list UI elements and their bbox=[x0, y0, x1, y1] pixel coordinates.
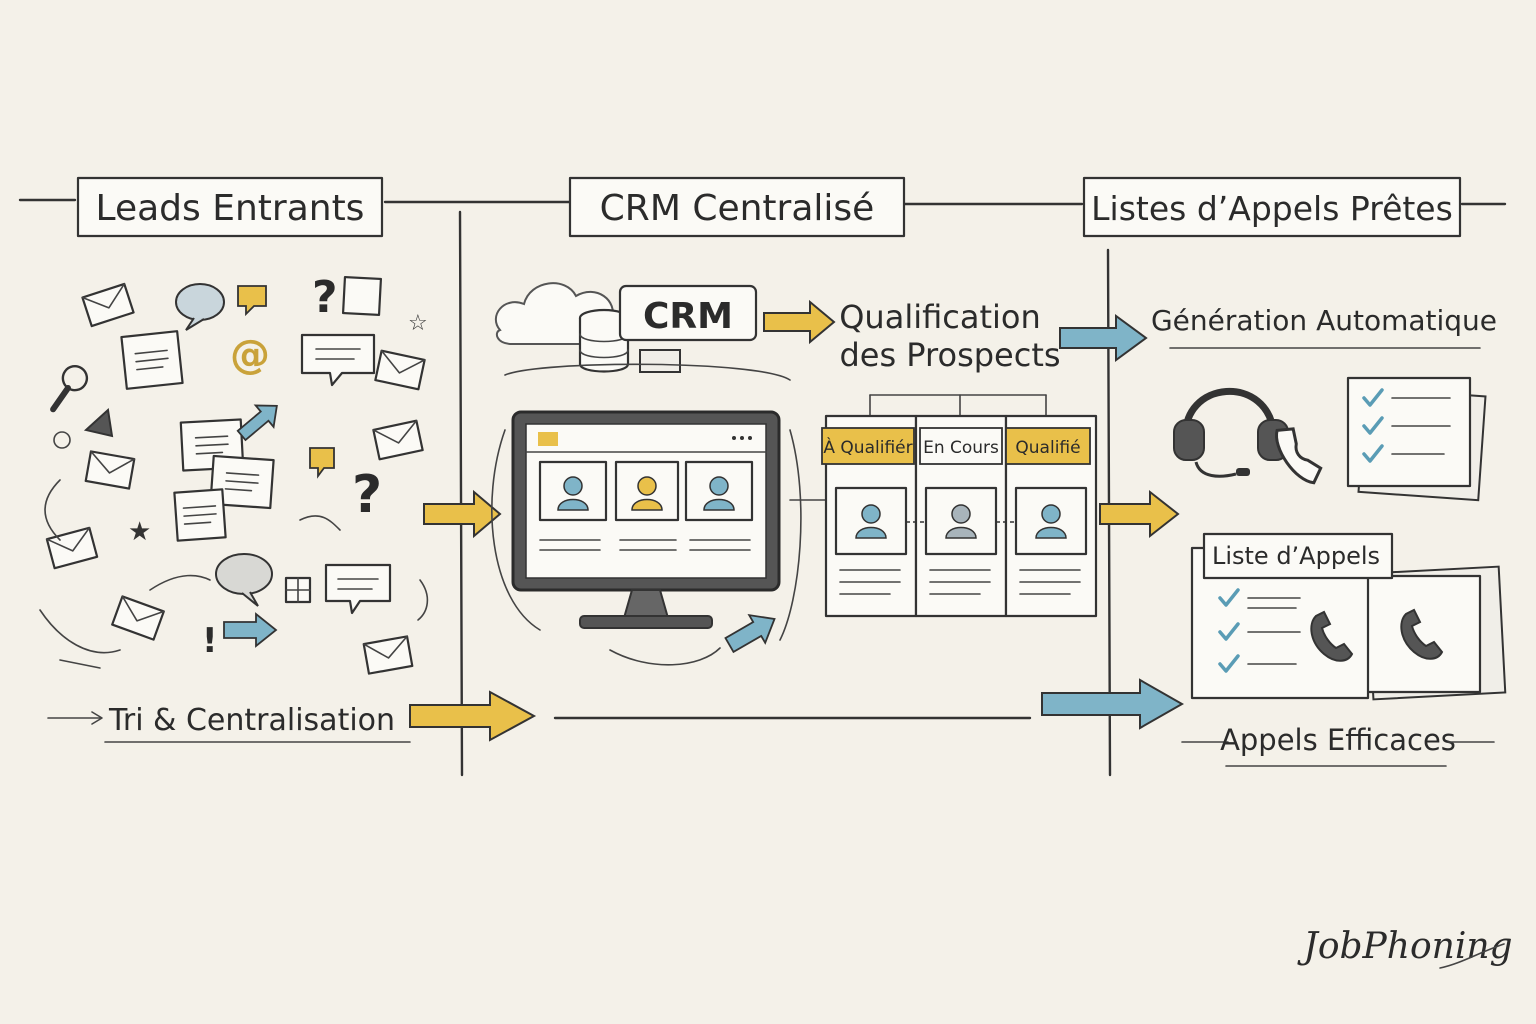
generation-label: Génération Automatique bbox=[1151, 304, 1497, 337]
checklist-document bbox=[1346, 376, 1487, 502]
incoming-leads-cluster: ? ? @ ☆ ★ ! bbox=[39, 272, 429, 675]
arrow-pipeline-to-calls bbox=[1099, 489, 1180, 539]
arrow-qualification-to-generation bbox=[1059, 314, 1148, 362]
call-list-book: Liste d’Appels bbox=[1190, 532, 1507, 701]
speech-bubble-icon bbox=[175, 283, 225, 331]
crm-badge-text: CRM bbox=[643, 296, 733, 337]
question-mark-icon: ? bbox=[352, 465, 382, 525]
question-mark-icon: ? bbox=[312, 272, 338, 323]
arrow-crm-to-qualification bbox=[763, 299, 836, 345]
grid-icon bbox=[284, 576, 312, 604]
envelope-icon bbox=[374, 349, 426, 391]
triangle-icon bbox=[83, 408, 114, 438]
section-title-call-lists: Listes d’Appels Prêtes bbox=[1082, 176, 1462, 238]
envelope-icon bbox=[81, 282, 135, 328]
crm-badge bbox=[618, 284, 758, 342]
brand-underline bbox=[1439, 943, 1505, 969]
document-icon bbox=[209, 454, 275, 510]
phone-handset-icon bbox=[1275, 427, 1323, 485]
crm-cloud-group: CRM bbox=[494, 282, 758, 373]
status-tag-to-qualify-text: À Qualifiér bbox=[823, 436, 912, 458]
yellow-bubble-icon bbox=[309, 447, 335, 479]
qualification-pipeline: À Qualifiér En Cours Qualifié bbox=[789, 394, 1098, 618]
document-icon bbox=[120, 330, 184, 390]
database-icon bbox=[578, 308, 630, 373]
section-title-crm: CRM Centralisé bbox=[568, 176, 906, 238]
magnifier-icon bbox=[50, 364, 89, 413]
call-list-header bbox=[1202, 532, 1394, 580]
arrow-to-efficient-calls bbox=[1041, 678, 1185, 730]
qualification-line1: Qualification bbox=[839, 298, 1041, 336]
status-tag-in-progress bbox=[919, 427, 1003, 465]
status-tag-qualified bbox=[1005, 427, 1091, 465]
circle-icon bbox=[53, 431, 71, 449]
swirl-lines bbox=[39, 479, 429, 669]
sort-caption-text: Tri & Centralisation bbox=[108, 703, 395, 738]
blue-arrow-icon bbox=[223, 612, 278, 648]
arrow-sort-to-crm bbox=[409, 690, 537, 742]
star-icon: ☆ bbox=[408, 311, 428, 336]
sort-caption: Tri & Centralisation bbox=[47, 690, 537, 743]
status-tag-qualified-text: Qualifié bbox=[1015, 438, 1080, 458]
section-title-leads: Leads Entrants bbox=[76, 176, 384, 238]
star-icon: ★ bbox=[128, 517, 151, 547]
speech-bubble-icon bbox=[215, 553, 273, 607]
section-title-call-lists-text: Listes d’Appels Prêtes bbox=[1091, 189, 1453, 228]
efficient-calls-label: Appels Efficaces bbox=[1220, 723, 1456, 757]
call-list-label: Liste d’Appels bbox=[1212, 542, 1380, 570]
brand-signature: JobPhoning bbox=[1296, 926, 1512, 967]
status-tag-to-qualify bbox=[821, 427, 915, 465]
document-icon bbox=[173, 488, 227, 542]
yellow-bubble-icon bbox=[237, 285, 267, 317]
envelope-icon bbox=[84, 450, 136, 490]
section-title-leads-text: Leads Entrants bbox=[96, 188, 365, 229]
section-title-crm-text: CRM Centralisé bbox=[600, 188, 875, 229]
document-icon bbox=[341, 275, 383, 317]
envelope-icon bbox=[362, 635, 414, 675]
envelope-icon bbox=[111, 595, 165, 641]
chat-bubble-icon bbox=[300, 333, 376, 387]
headset-icon bbox=[1173, 387, 1289, 478]
envelope-icon bbox=[372, 419, 424, 461]
blue-arrow-icon bbox=[236, 404, 278, 442]
qualification-line2: des Prospects bbox=[839, 336, 1060, 374]
blue-arrow-icon bbox=[724, 613, 776, 654]
arrow-leads-to-crm bbox=[423, 489, 502, 539]
chat-bubble-icon bbox=[324, 563, 392, 615]
at-sign-icon: @ bbox=[230, 332, 270, 378]
status-tag-in-progress-text: En Cours bbox=[923, 438, 999, 458]
crm-monitor bbox=[491, 363, 802, 666]
exclamation-icon: ! bbox=[202, 621, 218, 661]
